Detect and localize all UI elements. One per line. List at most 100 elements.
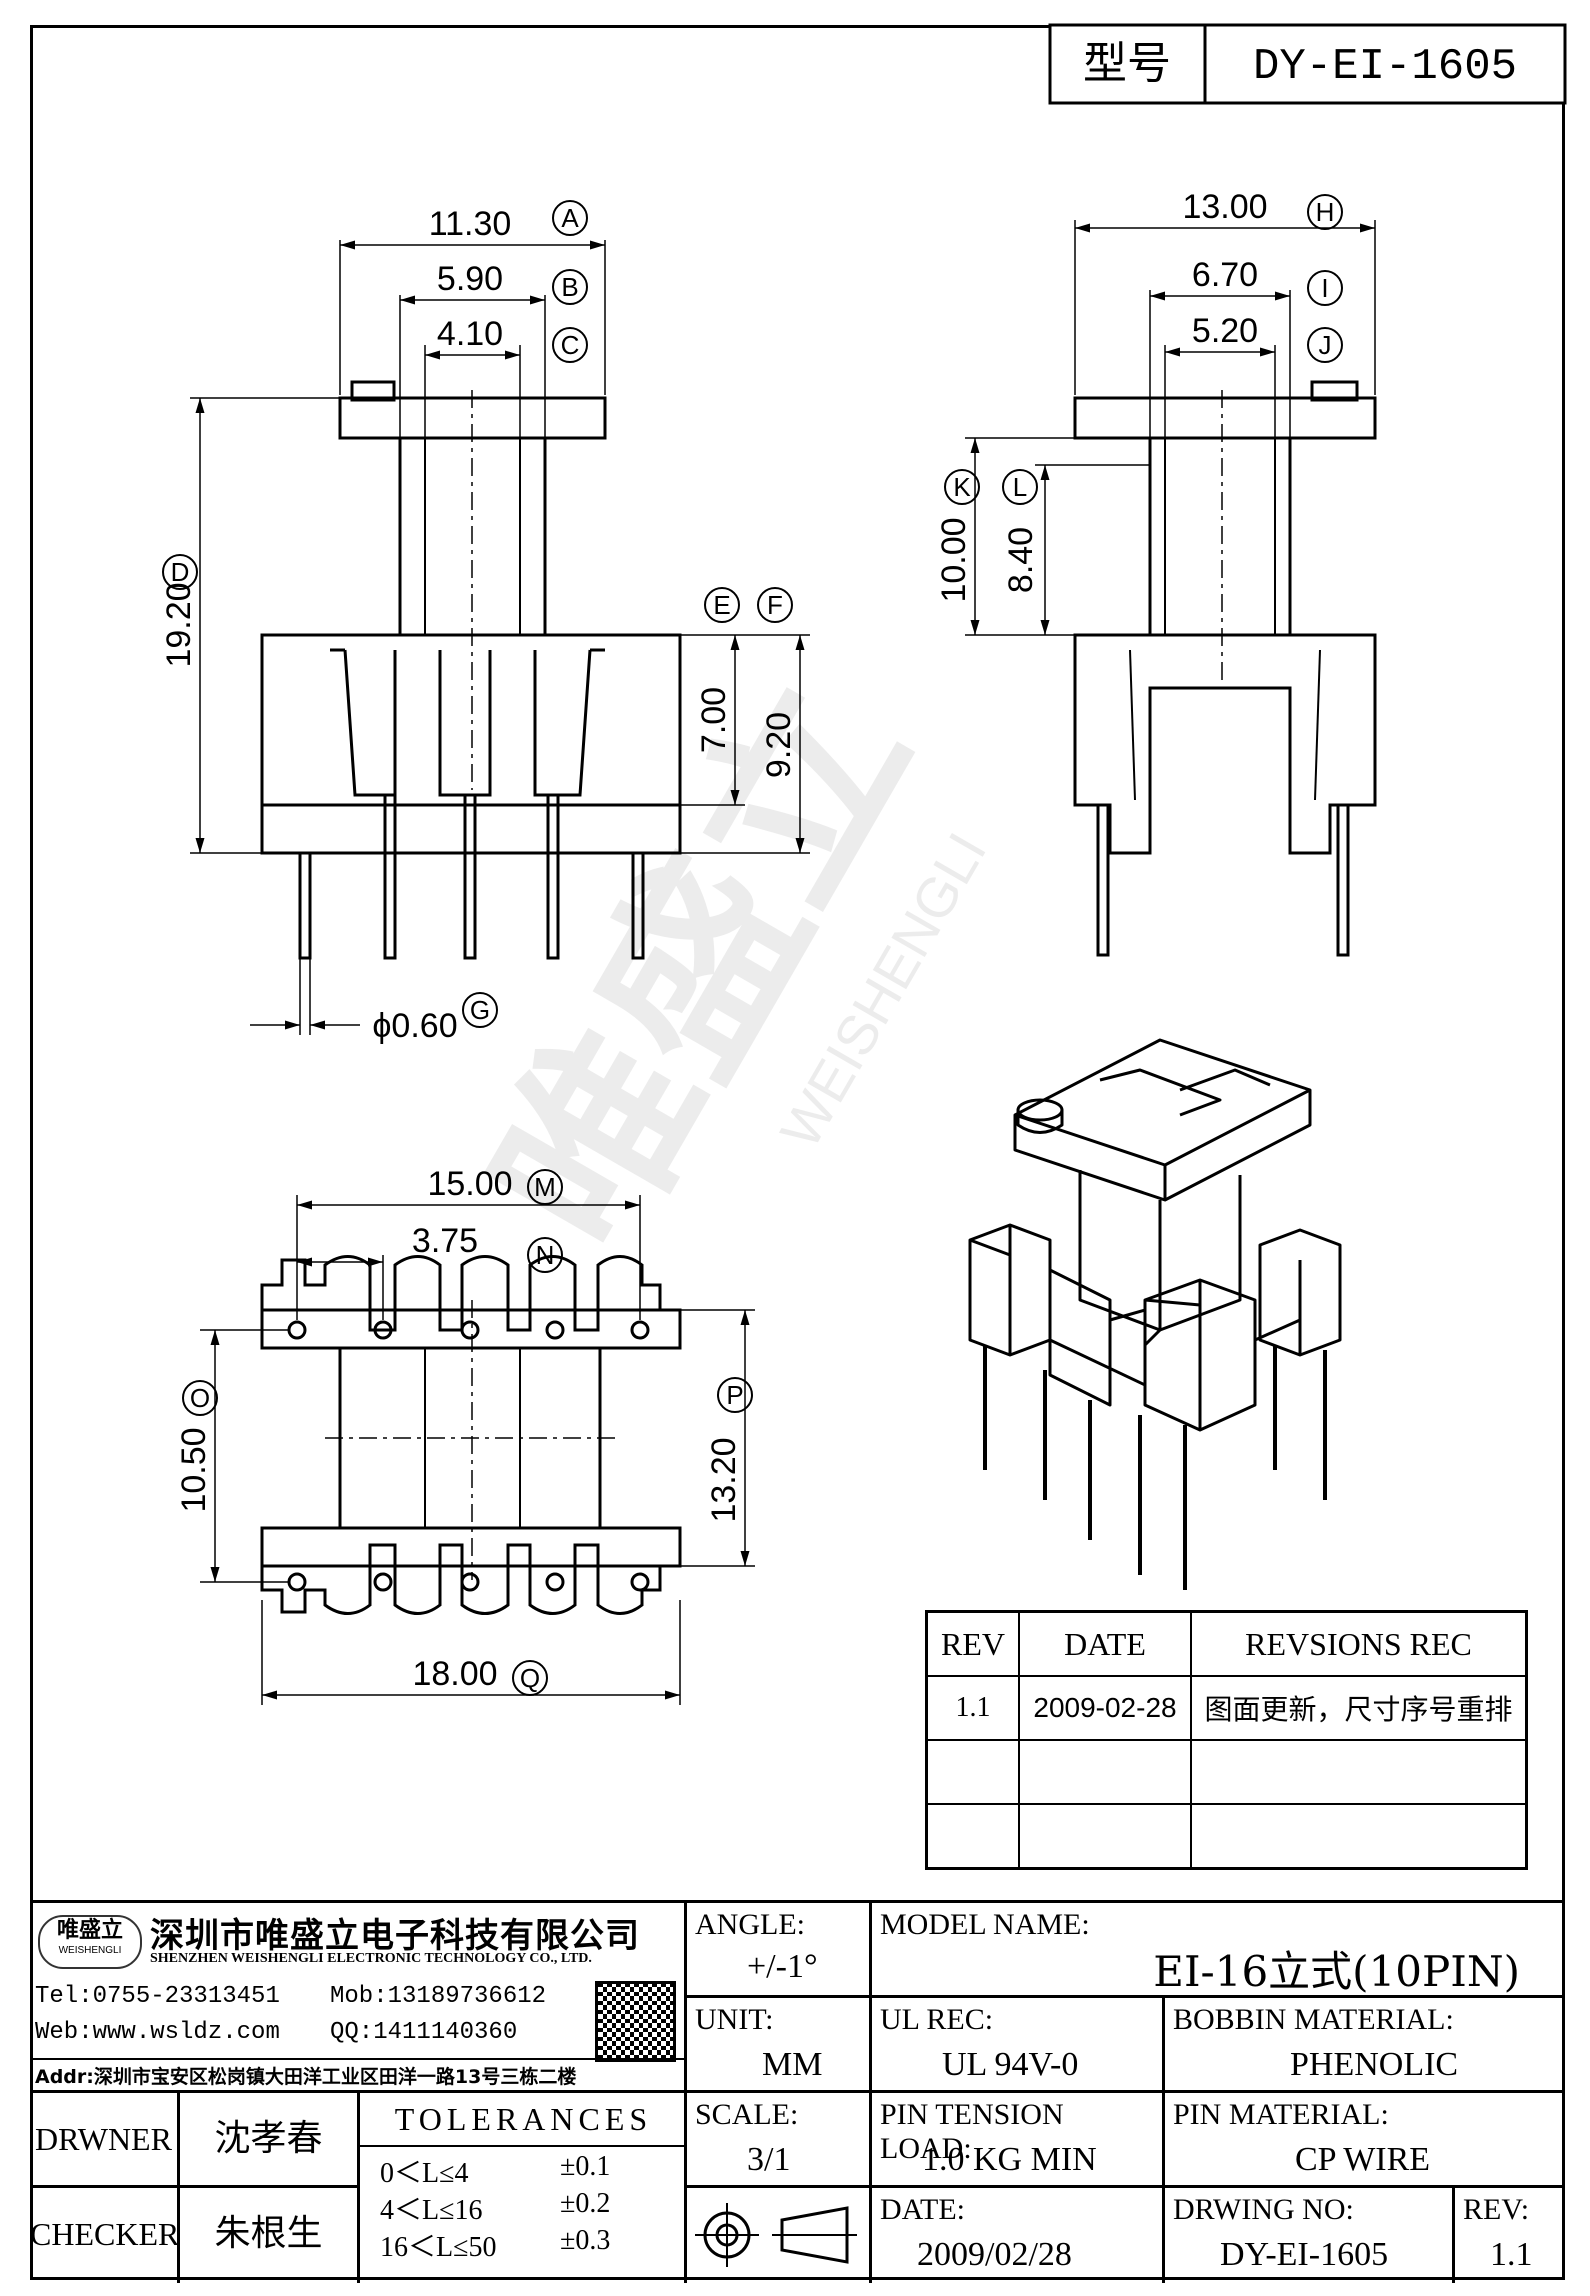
angle-value: +/-1°	[747, 1948, 818, 1985]
rev-cell: 1.1	[925, 1675, 1020, 1741]
pin-material-cell: PIN MATERIAL: CP WIRE	[1165, 2093, 1565, 2188]
ul-rec-value: UL 94V-0	[942, 2046, 1079, 2083]
angle-label: ANGLE:	[695, 1908, 805, 1941]
company-block: 唯盛立 WEISHENGLI 深圳市唯盛立电子科技有限公司 SHENZHEN W…	[30, 1903, 687, 2093]
part-number: DY-EI-1605	[1253, 42, 1517, 92]
tolerance-range: 0＜L≤4	[380, 2158, 469, 2189]
date-cell	[1018, 1739, 1192, 1805]
dim-O-value: 10.50	[175, 1427, 213, 1512]
tolerances-label: TOLERANCES	[360, 2093, 687, 2147]
side-view	[1073, 380, 1377, 957]
type-label: 型号	[1083, 38, 1171, 89]
drwner-label: DRWNER	[35, 2121, 172, 2157]
dim-N-value: 3.75	[412, 1222, 478, 1260]
table-row: 1.1 2009-02-28 图面更新，尺寸序号重排	[925, 1675, 1528, 1741]
company-tel: Tel:0755-23313451	[35, 1983, 280, 2010]
dim-A-tag: A	[561, 203, 579, 233]
table-row	[925, 1803, 1528, 1870]
bobbin-material-label: BOBBIN MATERIAL:	[1173, 2003, 1454, 2036]
dim-D-tag: D	[171, 557, 190, 587]
date-value: 2009/02/28	[917, 2236, 1072, 2273]
top-view-dimensions	[200, 1195, 755, 1705]
rev-header: REV	[925, 1610, 1020, 1677]
dim-N-tag: N	[536, 1240, 555, 1270]
dim-E-tag: E	[713, 590, 730, 620]
table-row	[925, 1739, 1528, 1805]
dim-P-tag: P	[726, 1380, 743, 1410]
rev-cell	[925, 1803, 1020, 1870]
company-qq: QQ:1411140360	[330, 2019, 518, 2046]
rev-value: 1.1	[1490, 2236, 1533, 2273]
ul-rec-label: UL REC:	[880, 2003, 994, 2036]
date-label: DATE:	[880, 2193, 965, 2226]
model-name-value: EI-16立式(10PIN)	[1153, 1947, 1520, 1996]
company-logo: 唯盛立 WEISHENGLI	[38, 1915, 142, 1969]
dim-A-value: 11.30	[429, 205, 512, 243]
dim-M-value: 15.00	[427, 1165, 512, 1203]
part-number-box: 型号 DY-EI-1605	[1048, 23, 1567, 105]
dim-Q-tag: Q	[520, 1663, 540, 1693]
qr-code-icon	[595, 1981, 676, 2062]
side-view-dimension-tags: H I J K L	[944, 194, 1343, 505]
dim-G-value: ϕ0.60	[372, 1007, 457, 1045]
drwner-value: 沈孝春	[214, 2118, 323, 2159]
top-view-dimension-text: 15.00 3.75 10.50 13.20 18.00	[175, 1165, 743, 1693]
dim-E-value: 7.00	[695, 687, 733, 753]
company-mob: Mob:13189736612	[330, 1983, 547, 2010]
dim-H-tag: H	[1316, 197, 1335, 227]
pin-tension-value: 1.0 KG MIN	[922, 2141, 1097, 2178]
top-view-dimension-tags: M N O P Q	[182, 1169, 753, 1696]
third-angle-projection-icon	[695, 2203, 857, 2267]
drawing-number-label: DRWING NO:	[1173, 2193, 1354, 2226]
tolerance-range: 4＜L≤16	[380, 2195, 483, 2226]
dim-P-value: 13.20	[705, 1437, 743, 1522]
unit-cell: UNIT: MM	[687, 1998, 872, 2093]
logo-text: 唯盛立	[56, 1918, 123, 1943]
company-web: Web:www.wsldz.com	[35, 2019, 280, 2046]
dim-K-tag: K	[953, 472, 971, 502]
dim-J-tag: J	[1319, 330, 1332, 360]
front-view-dimensions	[190, 240, 810, 1035]
front-view	[260, 380, 682, 960]
dim-F-value: 9.20	[760, 712, 798, 778]
angle-cell: ANGLE: +/-1°	[687, 1903, 872, 1998]
dim-G-tag: G	[470, 995, 490, 1025]
dim-B-value: 5.90	[437, 260, 503, 298]
rec-cell	[1190, 1739, 1528, 1805]
front-view-dimension-tags: A B C D E F G	[162, 200, 793, 1028]
company-name-en: SHENZHEN WEISHENGLI ELECTRONIC TECHNOLOG…	[150, 1951, 592, 1966]
dim-J-value: 5.20	[1192, 312, 1258, 350]
dim-L-tag: L	[1013, 472, 1027, 502]
company-name-cn: 深圳市唯盛立电子科技有限公司	[150, 1916, 640, 1956]
isometric-view	[968, 1038, 1342, 1590]
date-header: DATE	[1018, 1610, 1192, 1677]
dim-M-tag: M	[534, 1172, 556, 1202]
dim-K-value: 10.00	[935, 517, 973, 602]
checker-label-cell: CHECKER	[30, 2188, 180, 2283]
drwner-value-cell: 沈孝春	[180, 2093, 360, 2188]
checker-value: 朱根生	[214, 2213, 323, 2254]
side-view-dimension-text: 13.00 6.70 5.20 10.00 8.40	[935, 188, 1268, 603]
unit-value: MM	[762, 2046, 823, 2083]
date-cell: DATE: 2009/02/28	[872, 2188, 1165, 2283]
drawing-number-cell: DRWING NO: DY-EI-1605	[1165, 2188, 1455, 2283]
tolerance-value: ±0.2	[560, 2188, 611, 2219]
drawing-number-value: DY-EI-1605	[1220, 2236, 1389, 2273]
checker-label: CHECKER	[30, 2216, 180, 2252]
logo-subtext: WEISHENGLI	[58, 1945, 122, 1956]
rev-label: REV:	[1463, 2193, 1530, 2226]
unit-label: UNIT:	[695, 2003, 774, 2036]
title-block: 唯盛立 WEISHENGLI 深圳市唯盛立电子科技有限公司 SHENZHEN W…	[30, 1900, 1565, 2283]
front-view-dimension-text: 11.30 5.90 4.10 19.20 7.00 9.20 ϕ0.60	[160, 205, 798, 1045]
bobbin-material-value: PHENOLIC	[1290, 2046, 1459, 2083]
checker-value-cell: 朱根生	[180, 2188, 360, 2283]
scale-cell: SCALE: 3/1	[687, 2093, 872, 2188]
revision-table-header: REV DATE REVSIONS REC	[925, 1610, 1528, 1677]
rev-cell	[925, 1739, 1020, 1805]
tolerances-cell: TOLERANCES 0＜L≤4 ±0.1 4＜L≤16 ±0.2 16＜L≤5…	[360, 2093, 687, 2283]
drawing-sheet-border	[30, 25, 1565, 2280]
revision-table: REV DATE REVSIONS REC 1.1 2009-02-28 图面更…	[925, 1610, 1528, 1870]
bobbin-material-cell: BOBBIN MATERIAL: PHENOLIC	[1165, 1998, 1565, 2093]
dim-H-value: 13.00	[1182, 188, 1267, 226]
